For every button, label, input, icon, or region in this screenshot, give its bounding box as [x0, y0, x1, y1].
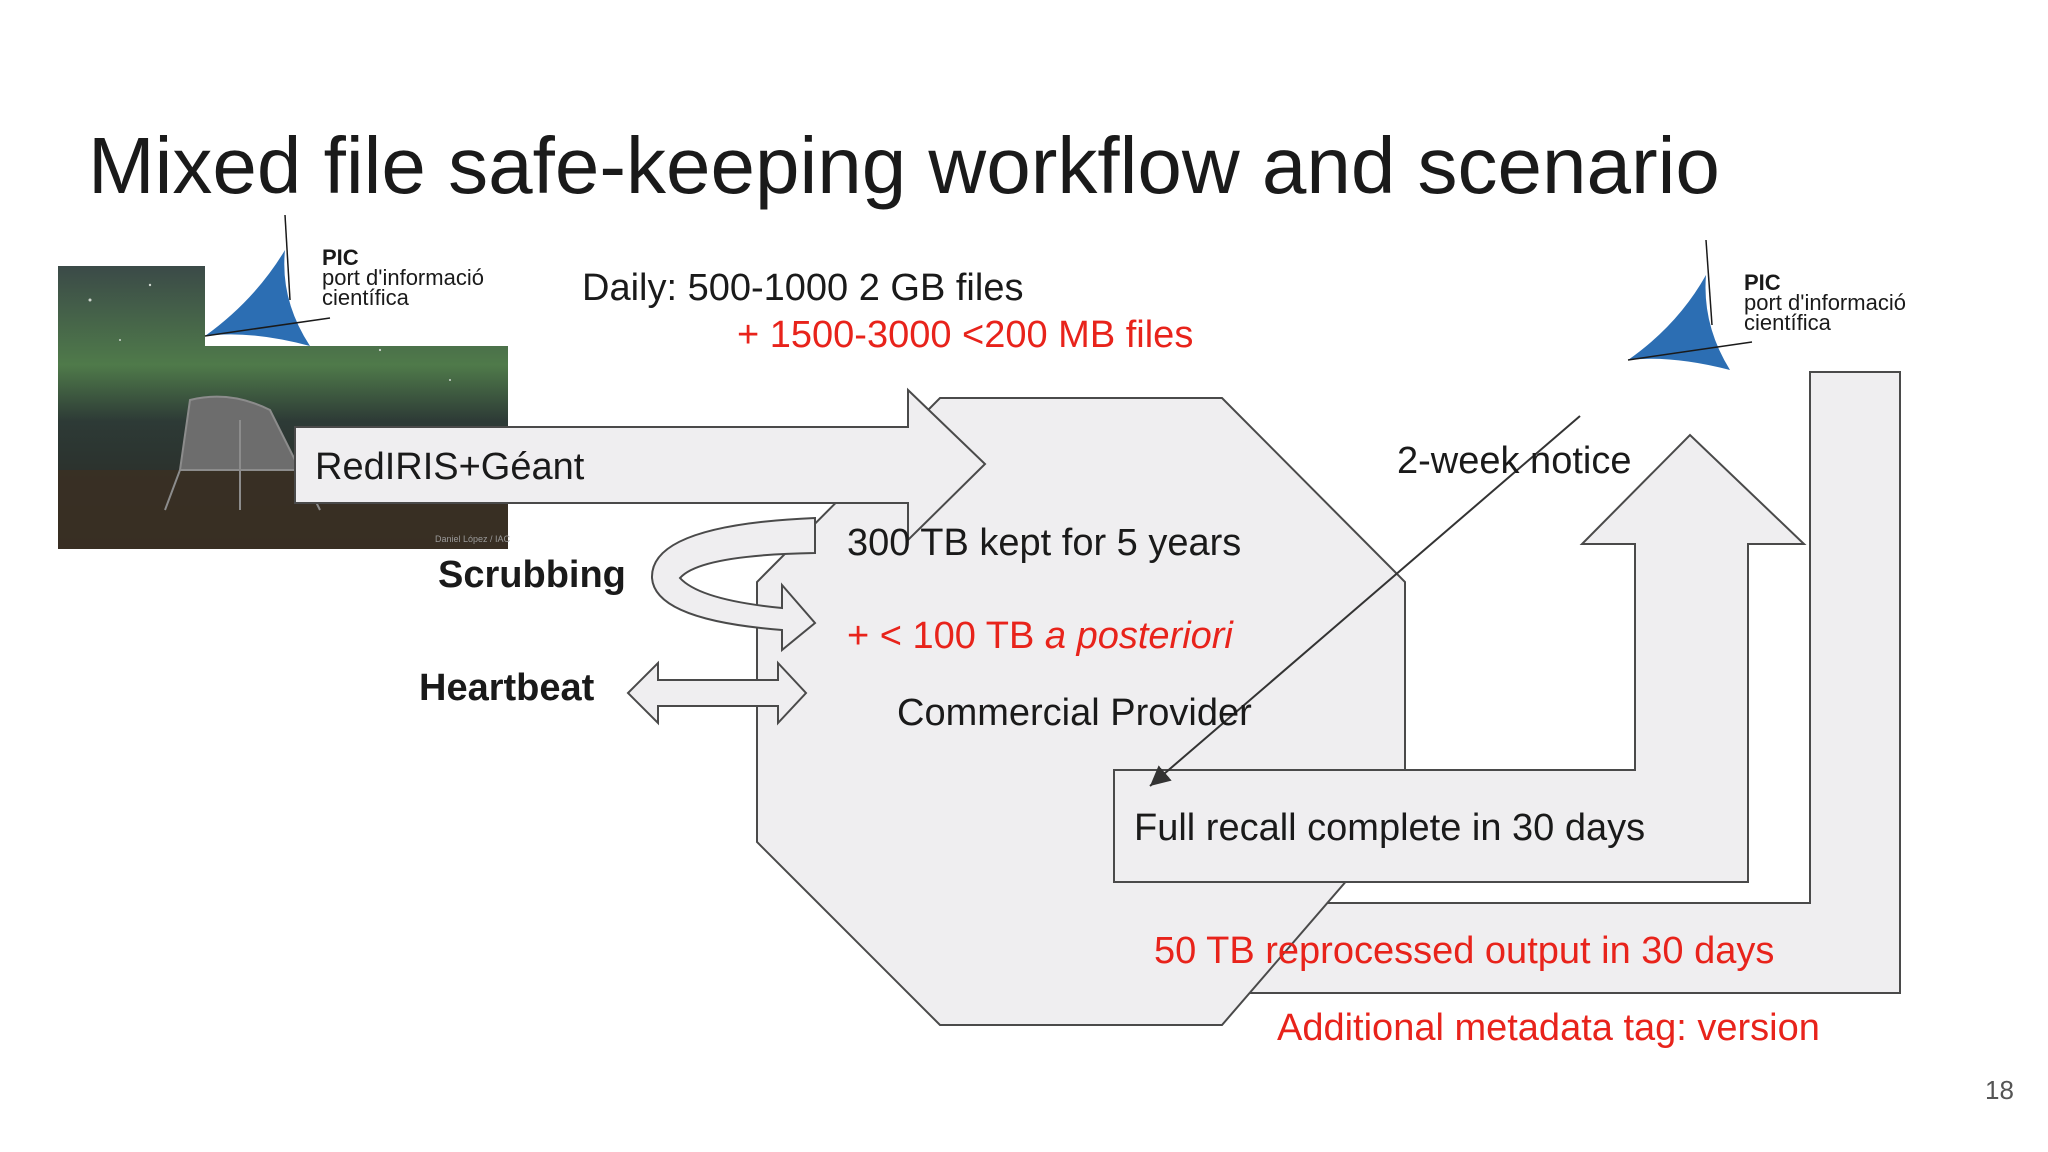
scrubbing-label: Scrubbing — [438, 554, 626, 596]
scrubbing-arrow — [650, 516, 817, 653]
metadata-tag-label: Additional metadata tag: version — [1277, 1007, 1820, 1049]
storage-extra-text: + < 100 TB a posteriori — [847, 615, 1234, 657]
logo-right-line2: port d'informació — [1744, 290, 1906, 315]
full-recall-label: Full recall complete in 30 days — [1134, 807, 1645, 849]
logo-left-name: PIC — [322, 245, 359, 270]
pic-logo-left: PIC port d'informació científica — [204, 214, 484, 346]
storage-kept-text: 300 TB kept for 5 years — [847, 522, 1241, 564]
heartbeat-label: Heartbeat — [419, 667, 595, 709]
page-number: 18 — [1985, 1075, 2014, 1105]
commercial-provider-label: Commercial Provider — [897, 692, 1252, 734]
heartbeat-arrow — [626, 660, 808, 726]
two-week-notice-label: 2-week notice — [1397, 440, 1631, 482]
reprocessed-output-label: 50 TB reprocessed output in 30 days — [1154, 930, 1774, 972]
page-title: Mixed file safe-keeping workflow and sce… — [88, 121, 1720, 210]
photo-credit: Daniel López / IAC — [435, 534, 511, 544]
daily-small-files-text: + 1500-3000 <200 MB files — [737, 314, 1193, 356]
rediris-geant-label: RedIRIS+Géant — [315, 446, 585, 488]
logo-right-name: PIC — [1744, 270, 1781, 295]
full-recall-arrow — [1113, 433, 1807, 883]
notice-pointer-arrow — [1149, 415, 1581, 787]
logo-left-line2: port d'informació — [322, 265, 484, 290]
logo-left-line3: científica — [322, 285, 410, 310]
rediris-geant-arrow — [294, 387, 987, 543]
pic-logo-right: PIC port d'informació científica — [1627, 239, 1906, 370]
daily-files-text: Daily: 500-1000 2 GB files — [582, 267, 1023, 309]
logo-right-line3: científica — [1744, 310, 1832, 335]
